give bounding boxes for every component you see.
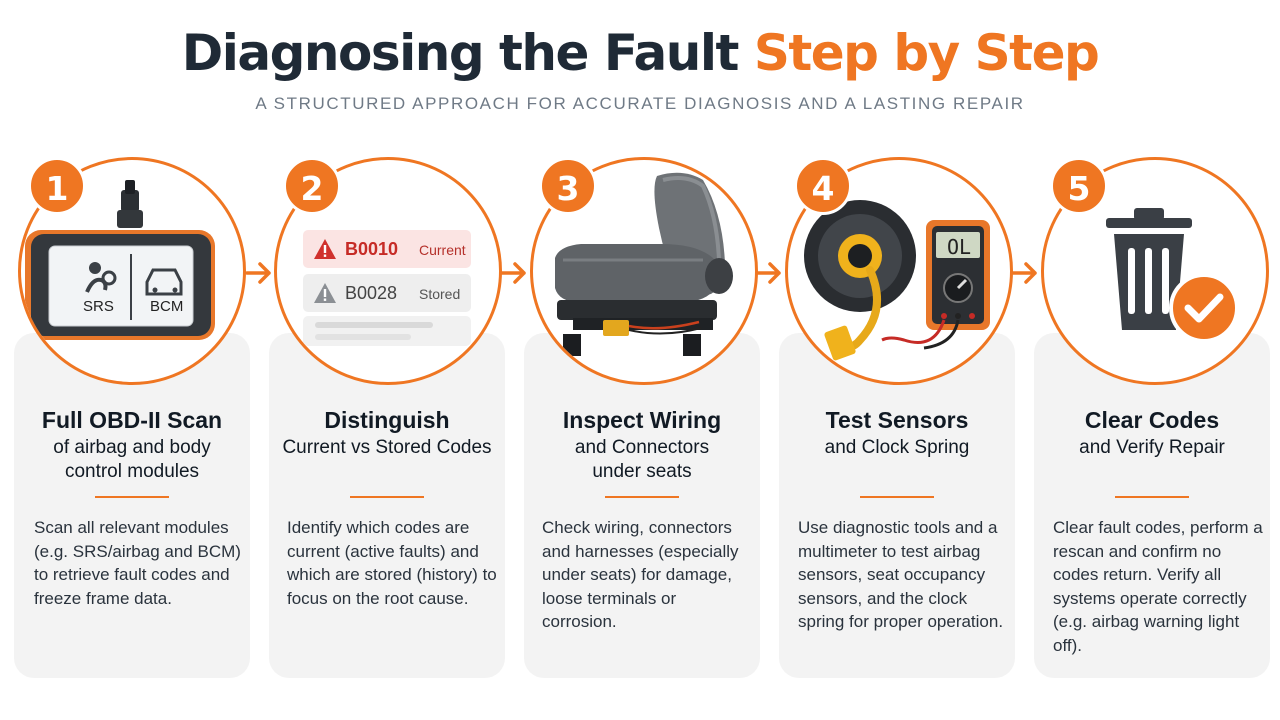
- step-4-title: Test Sensors: [825, 407, 969, 433]
- screen-label-srs: SRS: [83, 298, 114, 315]
- status-current: Current: [419, 242, 466, 258]
- step-1-description: Scan all relevant modules (e.g. SRS/airb…: [34, 518, 241, 608]
- code-row-current: [303, 230, 471, 268]
- step-1-illustration: SRS BCM: [18, 157, 246, 385]
- placeholder-line: [315, 322, 433, 328]
- step-3-subtitle-line-1: and Connectors: [574, 437, 710, 458]
- code-row-stored: [303, 274, 471, 312]
- step-2-title: Distinguish: [324, 407, 450, 433]
- step-2-subtitle-line-1: Current vs Stored Codes: [282, 437, 492, 458]
- code-row-placeholder: [303, 316, 471, 346]
- step-card-5: [1034, 333, 1270, 678]
- car-seat-icon: [555, 172, 733, 356]
- step-badge-5: 5: [1050, 157, 1108, 215]
- arrow-right-icon: [500, 262, 526, 284]
- arrow-right-icon: [755, 262, 781, 284]
- step-4-divider: [860, 496, 934, 498]
- step-card-3: [524, 333, 760, 678]
- step-3-description: Check wiring, connectors and harnesses (…: [542, 518, 739, 632]
- step-card-2: [269, 333, 505, 678]
- title-accent: Step by Step: [753, 24, 1100, 82]
- step-2-description: Identify which codes are current (active…: [287, 518, 497, 608]
- step-1-title: Full OBD-II Scan: [41, 407, 223, 433]
- step-1-subtitle-line-1: of airbag and body: [53, 437, 211, 458]
- placeholder-line-2: [315, 334, 411, 340]
- step-1-subtitle-line-2: control modules: [64, 461, 200, 482]
- multimeter-icon: [804, 200, 990, 361]
- step-3-divider: [605, 496, 679, 498]
- step-5-description: Clear fault codes, perform a rescan and …: [1053, 518, 1263, 655]
- warning-icon: [314, 239, 336, 259]
- step-5-title: Clear Codes: [1084, 407, 1220, 433]
- trash-check-icon: [1106, 208, 1239, 343]
- warning-icon-grey: [314, 283, 336, 303]
- step-2-divider: [350, 496, 424, 498]
- step-4-subtitle-line-1: and Clock Spring: [824, 437, 970, 458]
- page-subtitle: A STRUCTURED APPROACH FOR ACCURATE DIAGN…: [255, 94, 1025, 113]
- meter-reading: OL: [947, 235, 972, 259]
- step-5-subtitle-line-1: and Verify Repair: [1079, 437, 1225, 458]
- arrow-right-icon: [245, 262, 271, 284]
- obd-scanner-icon: [25, 180, 215, 340]
- step-3-title: Inspect Wiring: [562, 407, 722, 433]
- step-3-subtitle-line-2: under seats: [592, 461, 692, 482]
- step-5-divider: [1115, 496, 1189, 498]
- title-main: Diagnosing the Fault: [181, 24, 754, 82]
- screen-label-bcm: BCM: [150, 298, 184, 315]
- status-stored: Stored: [419, 286, 461, 302]
- page-title: Diagnosing the Fault Step by Step: [0, 24, 1280, 82]
- step-3-illustration: [530, 157, 758, 385]
- step-card-1: [14, 333, 250, 678]
- step-4-description: Use diagnostic tools and a multimeter to…: [798, 518, 1004, 632]
- step-badge-4: 4: [794, 157, 852, 215]
- code-stored: B0028: [345, 283, 398, 303]
- code-current: B0010: [345, 239, 399, 259]
- step-badge-3: 3: [539, 157, 597, 215]
- step-5-illustration: [1041, 157, 1269, 385]
- step-1-divider: [95, 496, 169, 498]
- step-4-illustration: OL: [785, 157, 1013, 385]
- step-card-4: [779, 333, 1015, 678]
- arrow-right-icon: [1011, 262, 1037, 284]
- step-badge-1: 1: [28, 157, 86, 215]
- step-badge-2: 2: [283, 157, 341, 215]
